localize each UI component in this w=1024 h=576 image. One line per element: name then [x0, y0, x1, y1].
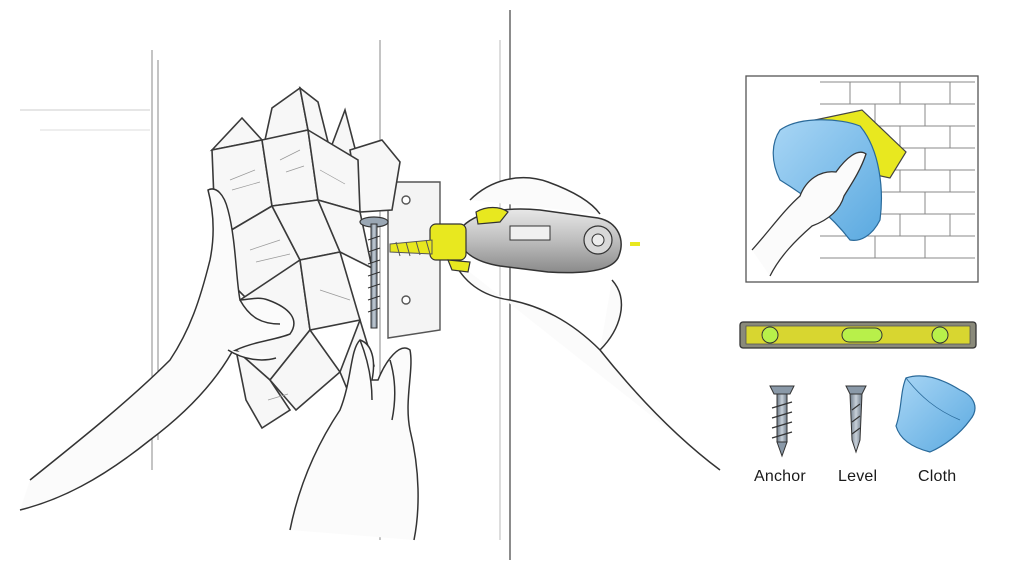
level-label: Level — [838, 468, 877, 486]
mounting-bracket — [388, 182, 440, 338]
wall-anchor-icon — [770, 386, 794, 456]
folded-cloth-icon — [896, 376, 975, 452]
plug-anchor-icon — [846, 386, 866, 452]
anchor-label: Anchor — [754, 468, 806, 486]
cleaning-inset — [746, 76, 978, 282]
cloth-label: Cloth — [918, 468, 956, 486]
level-tool-icon — [740, 322, 976, 348]
